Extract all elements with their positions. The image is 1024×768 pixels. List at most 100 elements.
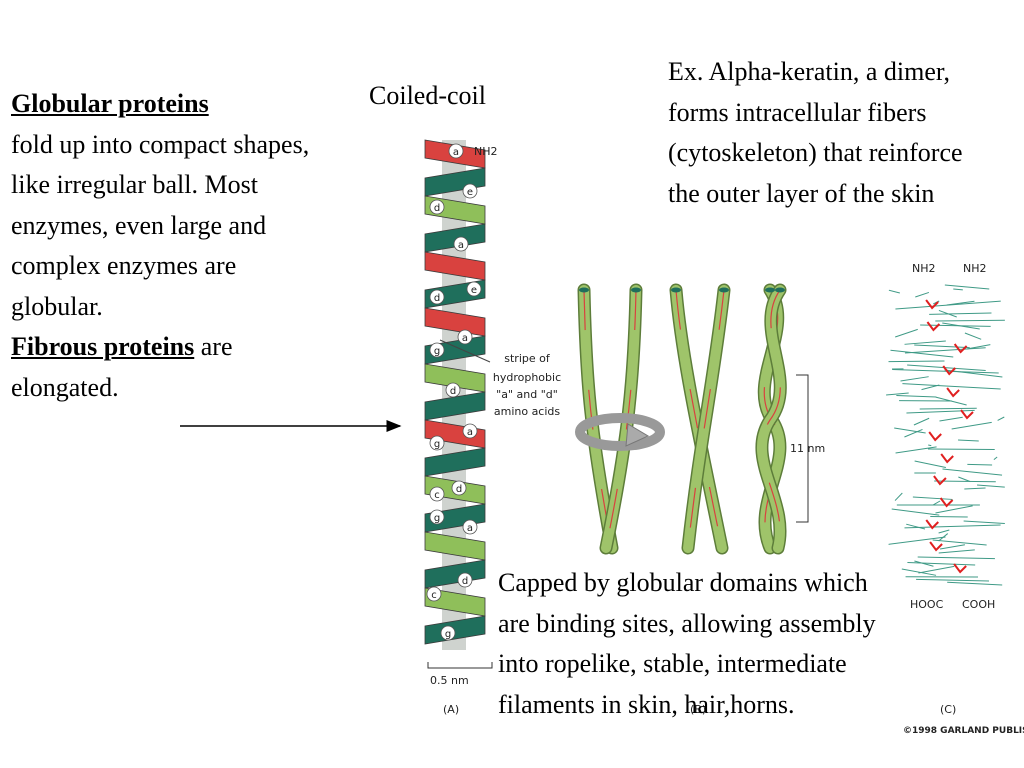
hydrophobic-residue-mark	[953, 563, 967, 574]
bond-line	[895, 328, 918, 338]
hydrophobic-residue-mark	[928, 431, 942, 442]
residue-label-marker	[426, 586, 442, 602]
bond-line	[930, 515, 968, 518]
hydrophobic-residue-mark	[939, 497, 954, 508]
bond-line	[888, 289, 900, 294]
residue-label: g	[434, 513, 440, 524]
bond-line	[935, 505, 973, 514]
residue-label-marker	[448, 143, 464, 159]
residue-label: a	[462, 333, 468, 344]
residue-label-marker	[429, 486, 445, 502]
panel-label-a: (A)	[443, 703, 459, 716]
bond-line	[904, 429, 923, 438]
bond-line	[939, 416, 963, 422]
residue-label: d	[450, 386, 456, 397]
bond-line	[919, 407, 977, 410]
bond-line	[953, 288, 963, 291]
coiled-coil-rods	[577, 283, 787, 555]
stripe-callout-line-2: hydrophobic	[493, 371, 561, 384]
bond-line	[993, 456, 998, 460]
coiled-rod	[669, 283, 729, 555]
bond-line	[935, 319, 1005, 322]
residue-label: d	[456, 484, 462, 495]
residue-label-marker	[453, 236, 469, 252]
bond-line	[944, 369, 1003, 378]
bond-line	[904, 340, 946, 345]
bond-line	[907, 562, 976, 566]
bond-line	[935, 396, 967, 406]
cooh-label: COOH	[962, 598, 995, 611]
scale-bar-a	[427, 662, 493, 669]
bond-line	[929, 312, 992, 315]
bond-line	[932, 500, 941, 506]
bond-line	[914, 560, 934, 567]
alpha-keratin-example-text: Ex. Alpha-keratin, a dimer, forms intrac…	[668, 57, 963, 208]
bond-line	[890, 349, 954, 358]
coiled-rod	[755, 283, 787, 555]
residue-label: d	[462, 576, 468, 587]
scale-label-b: 11 nm	[790, 442, 825, 455]
globular-proteins-description: fold up into compact shapes, like irregu…	[11, 129, 310, 321]
bond-line	[906, 523, 926, 530]
left-text-block: Globular proteins fold up into compact s…	[11, 84, 311, 408]
bond-line	[938, 529, 950, 534]
bond-line	[907, 364, 986, 371]
molecular-model	[886, 284, 1005, 586]
rod-end-cap	[579, 287, 589, 293]
bond-line	[938, 533, 949, 542]
rod-end-cap	[671, 287, 681, 293]
coiled-rod	[599, 283, 643, 555]
capped-domains-caption: Capped by globular domains which are bin…	[498, 568, 876, 719]
hydrophobic-residue-mark	[933, 475, 947, 486]
hydrophobic-residue-mark	[929, 541, 943, 552]
residue-label: g	[434, 346, 440, 357]
bond-line	[901, 568, 937, 576]
scale-bracket-b	[796, 374, 809, 523]
residue-label: a	[467, 427, 473, 438]
nh2-right-label-c: NH2	[963, 262, 987, 275]
bond-line	[963, 520, 1005, 525]
residue-label-marker	[457, 572, 473, 588]
bond-line	[918, 565, 955, 574]
fibrous-proteins-description: are elongated.	[11, 332, 233, 402]
bond-line	[902, 383, 1001, 390]
hooc-label: HOOC	[910, 598, 944, 611]
rod-end-cap	[765, 287, 775, 293]
hydrophobic-residue-mark	[946, 387, 960, 398]
bond-line	[892, 368, 999, 374]
residue-label-marker	[429, 199, 445, 215]
nh2-top-label: NH2	[474, 145, 498, 158]
stripe-callout-line	[439, 339, 491, 363]
hydrophobic-residue-mark	[940, 453, 954, 464]
bond-line	[977, 484, 1005, 488]
bond-line	[997, 416, 1005, 421]
residue-label-marker	[429, 509, 445, 525]
stripe-callout-text: stripe of hydrophobic "a" and "d" amino …	[493, 352, 561, 418]
residue-label-marker	[462, 519, 478, 535]
residue-label-marker	[429, 435, 445, 451]
residue-label: a	[458, 240, 464, 251]
bond-line	[940, 544, 965, 550]
bond-line	[896, 394, 937, 398]
residue-label-marker	[462, 423, 478, 439]
bond-line	[914, 460, 946, 468]
residue-label: g	[434, 439, 440, 450]
nh2-left-label-c: NH2	[912, 262, 936, 275]
residue-label: a	[453, 147, 459, 158]
hydrophobic-residue-mark	[926, 321, 941, 332]
hydrophobic-residue-mark	[960, 409, 974, 420]
bond-line	[951, 421, 992, 430]
bond-line	[894, 492, 903, 501]
panel-label-c: (C)	[940, 703, 956, 716]
rod-end-cap	[631, 287, 641, 293]
bond-line	[964, 332, 982, 340]
coiled-rod	[577, 283, 619, 555]
bond-line	[964, 487, 986, 490]
bond-line	[967, 463, 993, 466]
hydrophobic-residue-mark	[953, 343, 968, 354]
helix-ribbon-segment	[424, 615, 486, 645]
fibrous-proteins-term: Fibrous proteins	[11, 332, 195, 361]
residue-label: c	[431, 590, 437, 601]
